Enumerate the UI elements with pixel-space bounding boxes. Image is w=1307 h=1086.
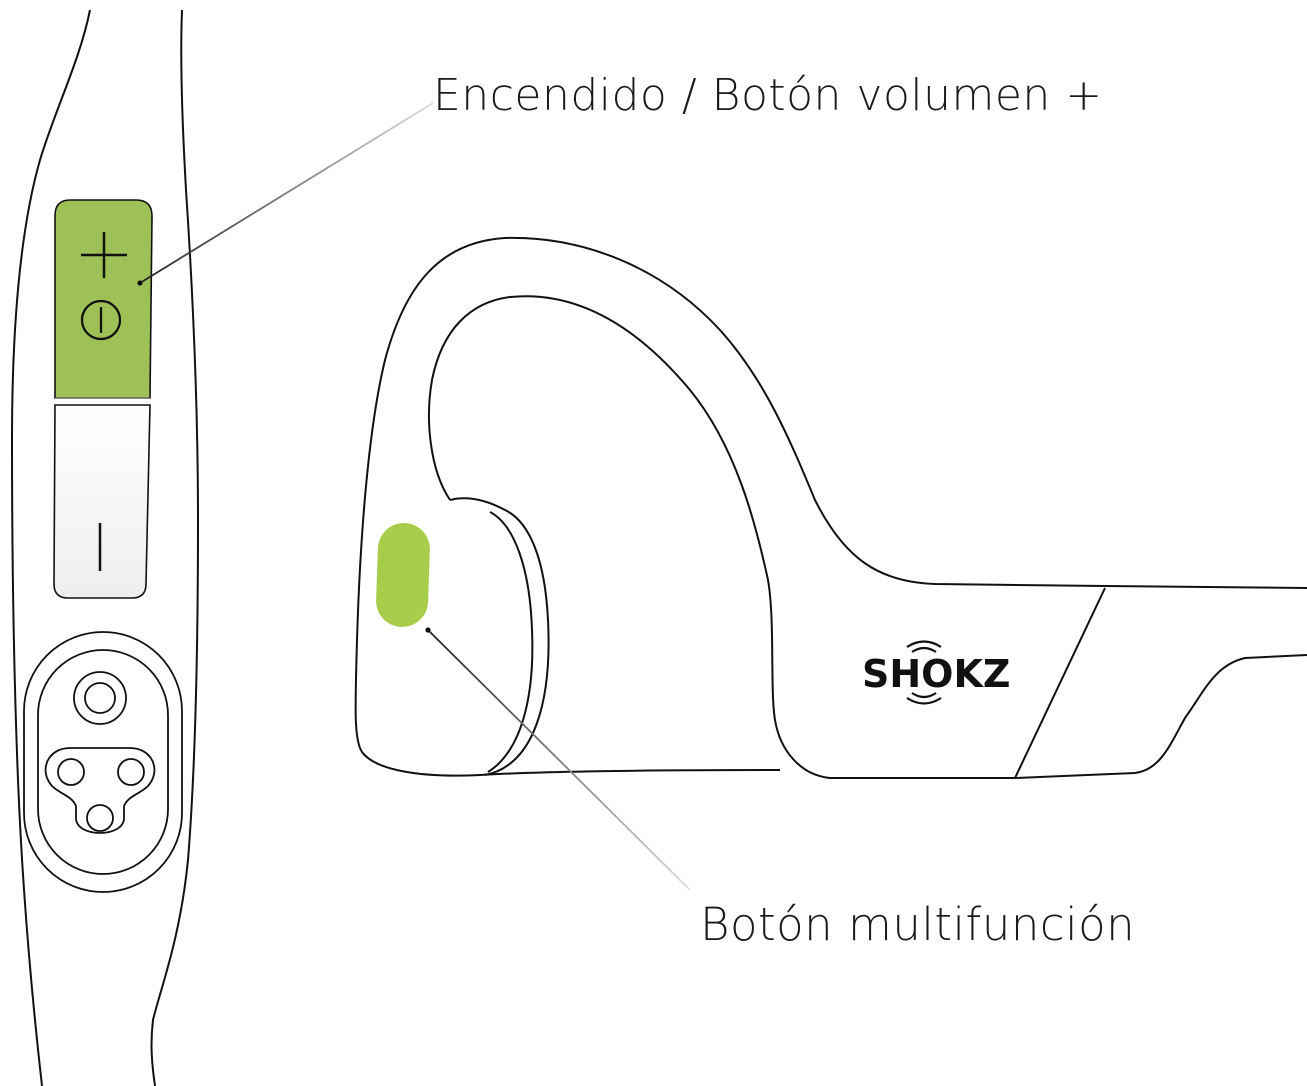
side-band xyxy=(10,9,200,1086)
power-volume-plus-button[interactable] xyxy=(54,199,153,399)
power-volume-plus-label: Encendido / Botón volumen + xyxy=(433,70,1103,121)
leader-power xyxy=(139,102,434,284)
charging-pins-cluster xyxy=(44,747,156,834)
leader-lines xyxy=(137,102,691,891)
earpiece-pad-inner xyxy=(487,511,534,773)
charging-pin-top xyxy=(73,671,127,725)
earpiece-outline xyxy=(354,236,1307,779)
multifunction-button[interactable] xyxy=(375,522,431,628)
ear-hook-inner xyxy=(428,295,1307,779)
shokz-logo: SHOKZ xyxy=(862,640,1010,705)
multifunction-button-label: Botón multifunción xyxy=(700,898,1136,951)
power-icon xyxy=(80,299,122,341)
volume-minus-button[interactable] xyxy=(53,404,151,599)
band-outer-right-edge xyxy=(150,9,200,1086)
leader-multifunction xyxy=(427,629,691,891)
charging-port xyxy=(23,631,183,893)
logo-text: SHOKZ xyxy=(862,652,1010,696)
logo-sound-waves-icon xyxy=(906,640,942,705)
ear-hook-outer xyxy=(354,236,1307,777)
earpiece-pad-outer xyxy=(449,497,550,776)
band-outer-left-edge xyxy=(10,9,91,1086)
band-seam xyxy=(1014,587,1106,779)
plus-icon xyxy=(81,232,127,278)
volume-control-panel xyxy=(53,199,153,599)
